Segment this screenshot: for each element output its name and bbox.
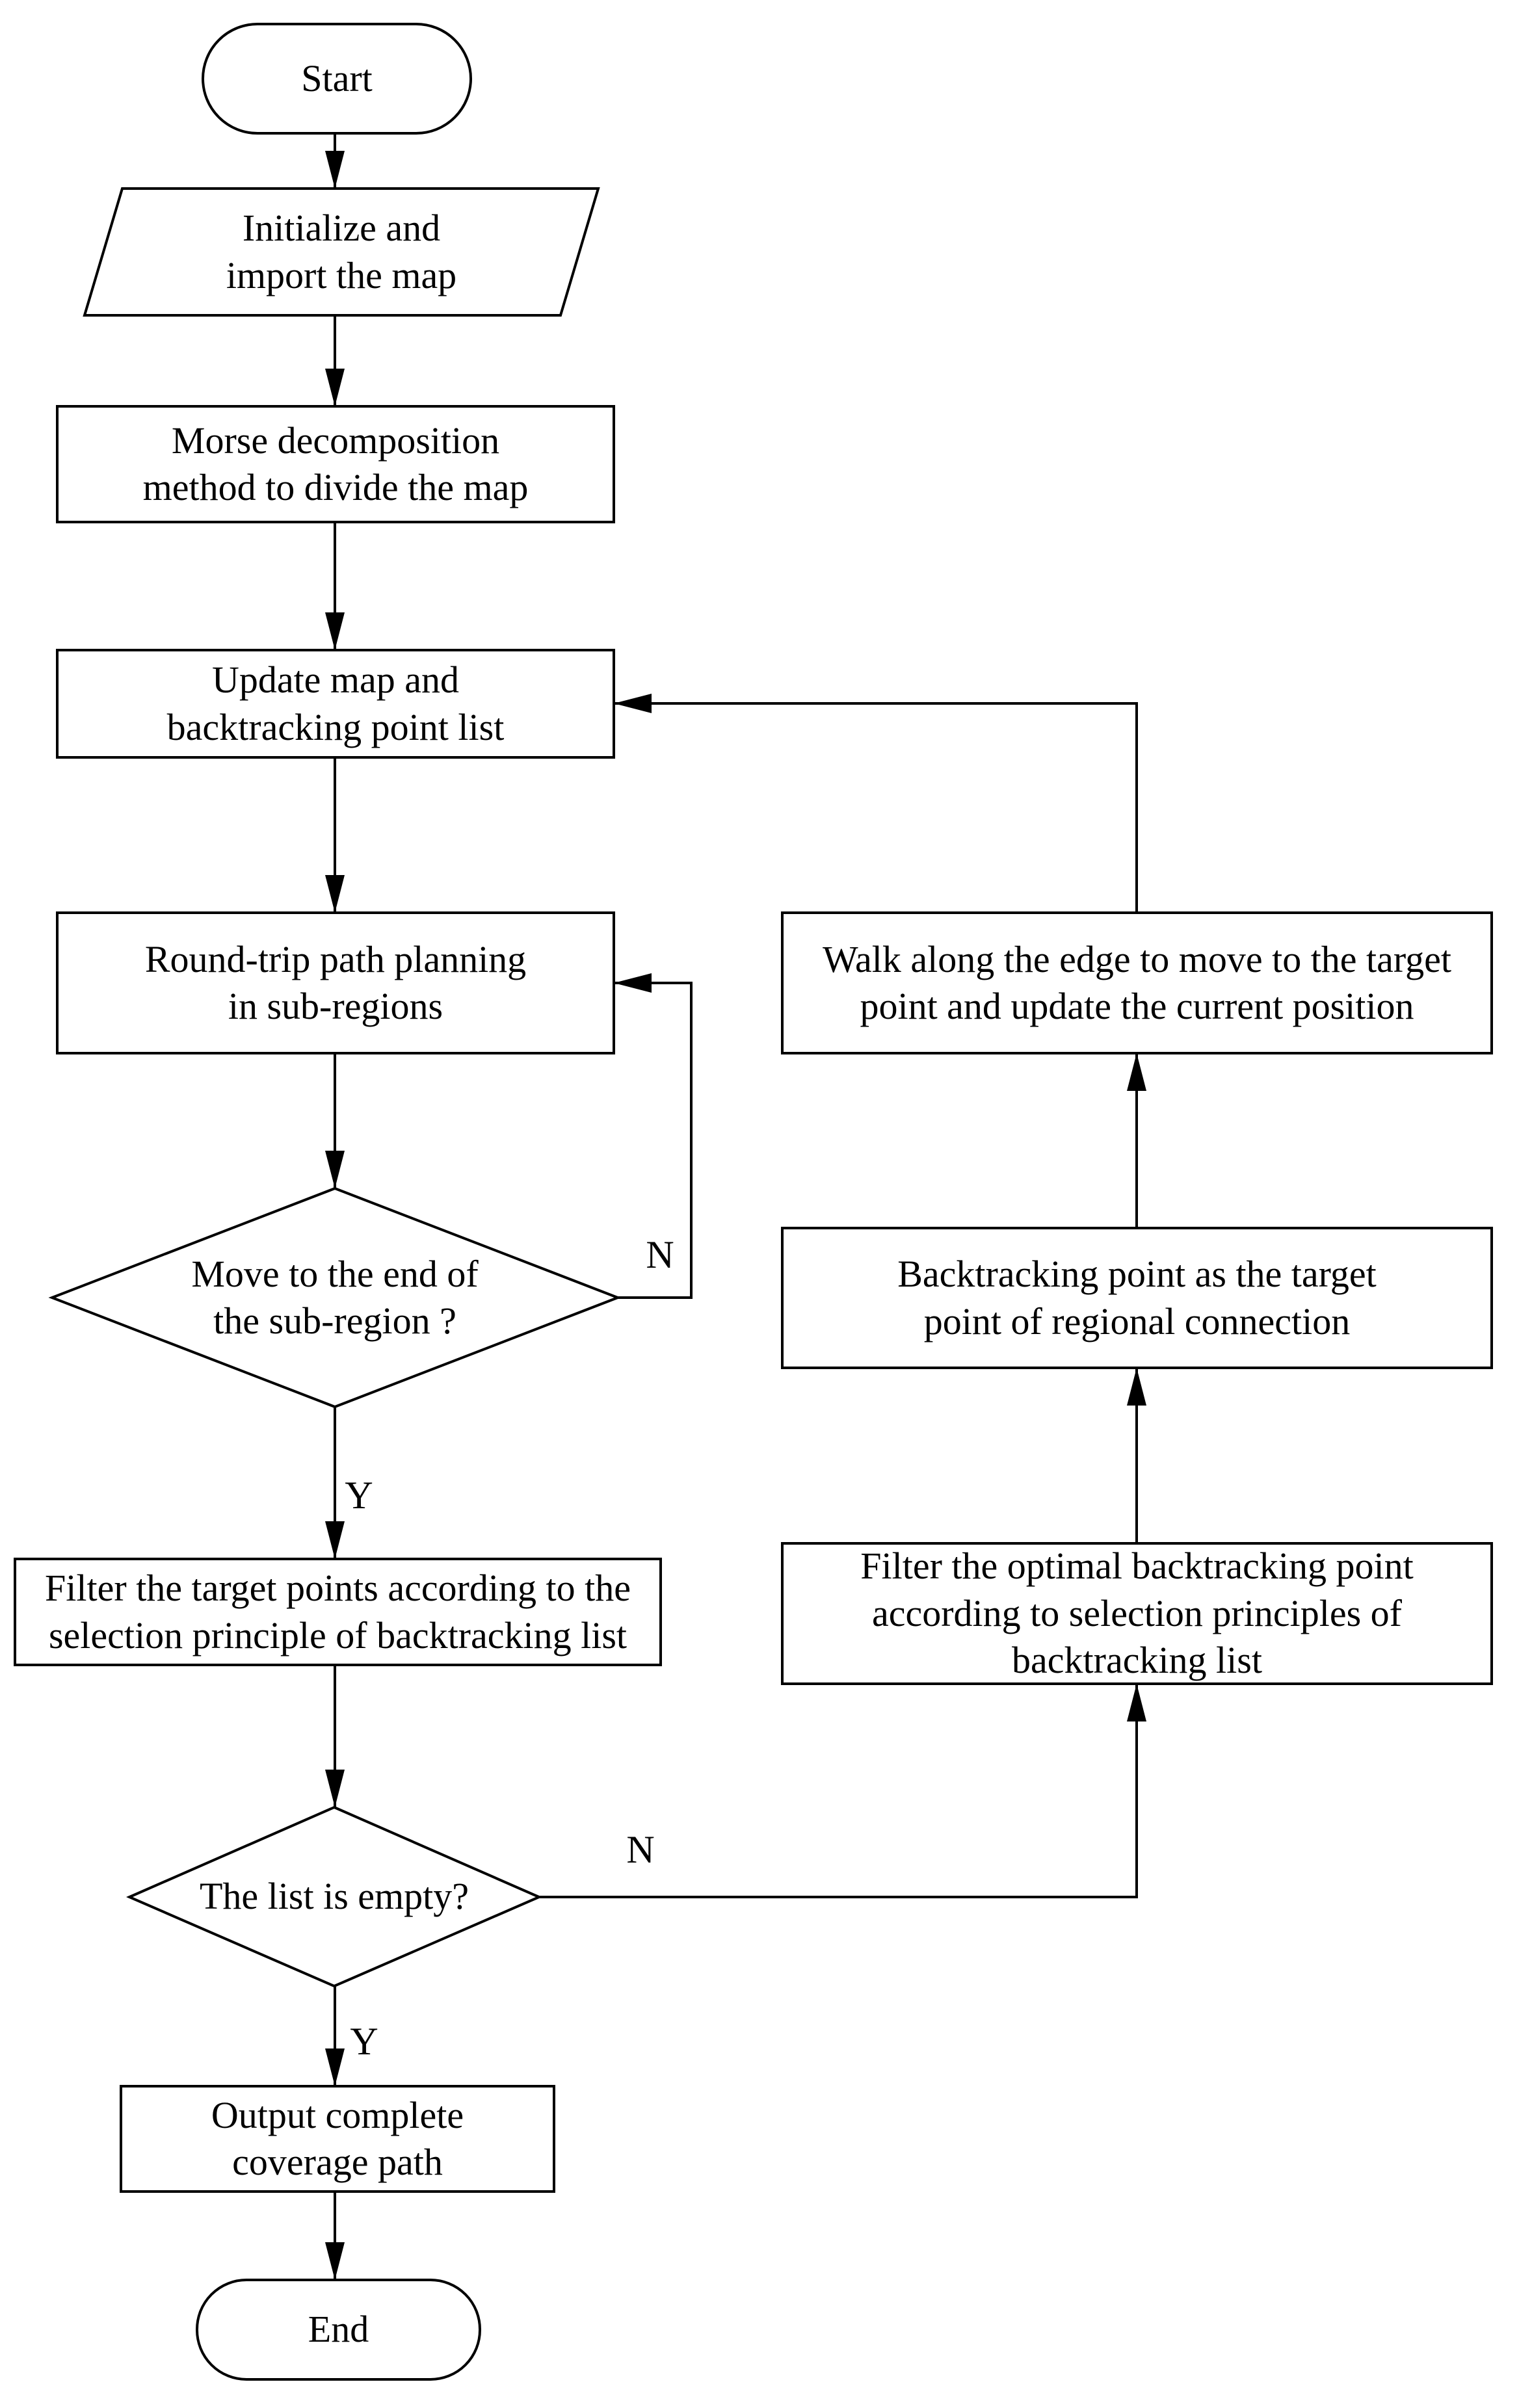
subregion-decision-shape (48, 1186, 622, 1409)
backtrack-target-process-shape (781, 1227, 1493, 1369)
start-terminator-shape (202, 23, 472, 135)
filter-target-process-shape (14, 1558, 662, 1666)
filter-optimal-process-shape (781, 1542, 1493, 1685)
initialize-io-shape (83, 187, 600, 317)
morse-process-shape (56, 405, 615, 523)
arrow-walk-to-update (614, 694, 1138, 913)
list-empty-decision-shape (126, 1805, 542, 1988)
end-terminator-shape (196, 2279, 481, 2381)
arrow-list-empty-no-to-filter-optimal (539, 1684, 1146, 1898)
walk-process-shape (781, 911, 1493, 1054)
arrow-subregion-no-loop-to-roundtrip (614, 973, 693, 1299)
roundtrip-process-shape (56, 911, 615, 1054)
update-process-shape (56, 649, 615, 759)
output-process-shape (120, 2085, 555, 2193)
